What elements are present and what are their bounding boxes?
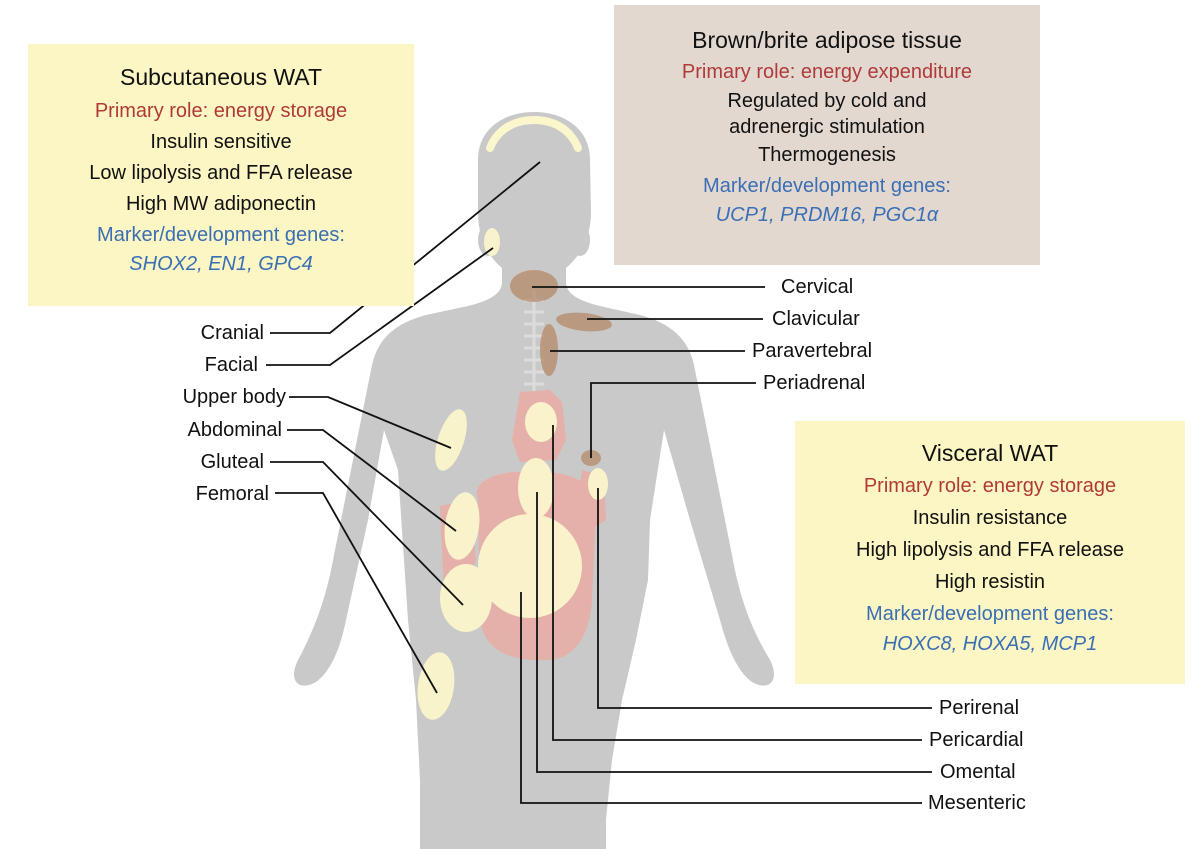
subcutaneous-property: High MW adiponectin bbox=[125, 193, 317, 215]
leader-facial bbox=[266, 247, 494, 366]
leader-pericardial bbox=[552, 425, 922, 741]
gluteal-fat bbox=[440, 564, 492, 632]
subcutaneous-wat-box: Subcutaneous WAT Primary role: energy st… bbox=[28, 44, 414, 306]
label-cranial: Cranial bbox=[200, 322, 264, 344]
label-periadrenal: Periadrenal bbox=[763, 372, 866, 394]
label-omental: Omental bbox=[940, 761, 1016, 783]
subcutaneous-property: Insulin sensitive bbox=[150, 131, 292, 153]
visceral-property: High resistin bbox=[934, 571, 1046, 593]
brown-adipose-box: Brown/brite adipose tissue Primary role:… bbox=[614, 5, 1040, 265]
label-gluteal: Gluteal bbox=[200, 451, 264, 473]
label-pericardial: Pericardial bbox=[929, 729, 1024, 751]
leader-upper-body bbox=[289, 396, 452, 449]
label-femoral: Femoral bbox=[195, 483, 269, 505]
visceral-primary-role: Primary role: energy storage bbox=[863, 475, 1117, 497]
visceral-property: High lipolysis and FFA release bbox=[856, 539, 1124, 561]
brown-title: Brown/brite adipose tissue bbox=[692, 27, 962, 53]
cervical-fat bbox=[510, 270, 558, 302]
cranial-fat bbox=[486, 115, 582, 152]
subcutaneous-genes: SHOX2, EN1, GPC4 bbox=[129, 253, 313, 275]
label-facial: Facial bbox=[204, 354, 258, 376]
subcutaneous-title: Subcutaneous WAT bbox=[120, 64, 322, 90]
brown-property: Regulated by cold and bbox=[727, 90, 927, 112]
pericardial-fat bbox=[525, 402, 557, 442]
label-abdominal: Abdominal bbox=[187, 419, 282, 441]
visceral-genes: HOXC8, HOXA5, MCP1 bbox=[882, 633, 1098, 655]
omental-fat bbox=[518, 458, 554, 518]
subcutaneous-genes-label: Marker/development genes: bbox=[97, 224, 345, 246]
brown-property: Thermogenesis bbox=[758, 144, 896, 166]
visceral-property: Insulin resistance bbox=[912, 507, 1068, 529]
leader-perirenal bbox=[597, 488, 932, 709]
brown-fat-depots bbox=[510, 270, 612, 466]
leader-abdominal bbox=[287, 429, 457, 532]
white-fat-depots bbox=[417, 228, 608, 720]
brown-genes-label: Marker/development genes: bbox=[703, 175, 951, 197]
femoral-fat bbox=[417, 652, 455, 720]
leader-cranial bbox=[270, 161, 541, 334]
brown-primary-role: Primary role: energy expenditure bbox=[681, 61, 973, 83]
visceral-title: Visceral WAT bbox=[921, 440, 1059, 466]
paravertebral-fat bbox=[540, 324, 558, 376]
mesenteric-fat bbox=[478, 514, 582, 618]
brown-property: adrenergic stimulation bbox=[729, 116, 925, 138]
brown-genes: UCP1, PRDM16, PGC1α bbox=[715, 204, 939, 226]
leader-gluteal bbox=[270, 461, 464, 606]
leader-mesenteric bbox=[520, 592, 922, 804]
label-cervical: Cervical bbox=[781, 276, 854, 298]
leader-omental bbox=[536, 492, 932, 773]
label-mesenteric: Mesenteric bbox=[928, 792, 1026, 814]
subcutaneous-property: Low lipolysis and FFA release bbox=[89, 162, 353, 184]
leader-lines bbox=[266, 161, 932, 804]
label-perirenal: Perirenal bbox=[939, 697, 1020, 719]
label-paravertebral: Paravertebral bbox=[752, 340, 873, 362]
label-upper-body: Upper body bbox=[182, 386, 286, 408]
visceral-genes-label: Marker/development genes: bbox=[866, 603, 1114, 625]
subcutaneous-primary-role: Primary role: energy storage bbox=[94, 100, 348, 122]
leader-femoral bbox=[275, 492, 438, 694]
visceral-wat-box: Visceral WAT Primary role: energy storag… bbox=[795, 421, 1185, 684]
facial-fat bbox=[484, 228, 500, 256]
abdominal-fat bbox=[444, 492, 480, 560]
clavicular-fat bbox=[556, 312, 612, 332]
label-clavicular: Clavicular bbox=[772, 308, 860, 330]
upper-body-fat bbox=[435, 409, 467, 471]
perirenal-fat bbox=[588, 468, 608, 500]
leader-periadrenal bbox=[590, 382, 756, 458]
